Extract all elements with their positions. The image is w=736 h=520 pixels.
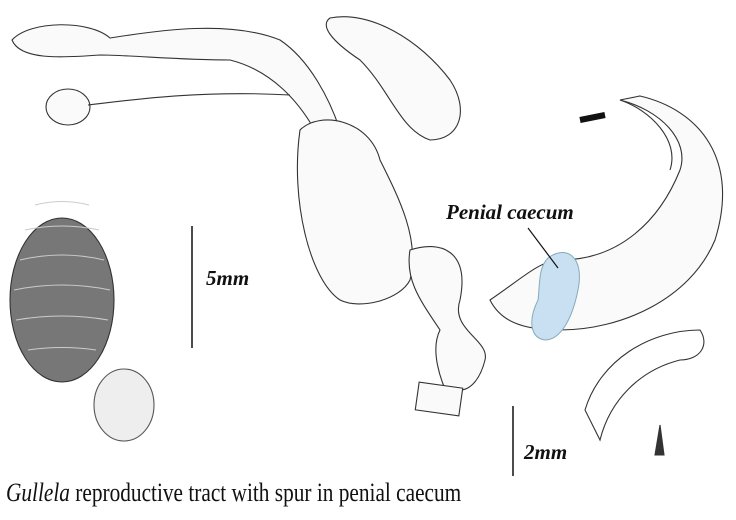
penial-caecum-pointer (527, 227, 559, 269)
penial-caecum-label: Penial caecum (446, 200, 574, 224)
albumen-gland (296, 119, 414, 305)
shell-aperture (93, 368, 155, 442)
spur-detail (584, 329, 705, 442)
penial-caecum-highlight (531, 252, 580, 341)
spermatheca (45, 88, 91, 126)
cut-end (414, 381, 464, 417)
vagina-tube (408, 246, 486, 401)
caption-genus: Gullela (6, 478, 70, 507)
scale-label-2mm: 2mm (524, 440, 568, 464)
scale-label-5mm: 5mm (206, 266, 250, 290)
figure-caption: Gullela reproductive tract with spur in … (6, 478, 461, 508)
caption-text: reproductive tract with spur in penial c… (69, 478, 462, 507)
accessory-organ (325, 16, 461, 141)
shell (9, 217, 115, 383)
